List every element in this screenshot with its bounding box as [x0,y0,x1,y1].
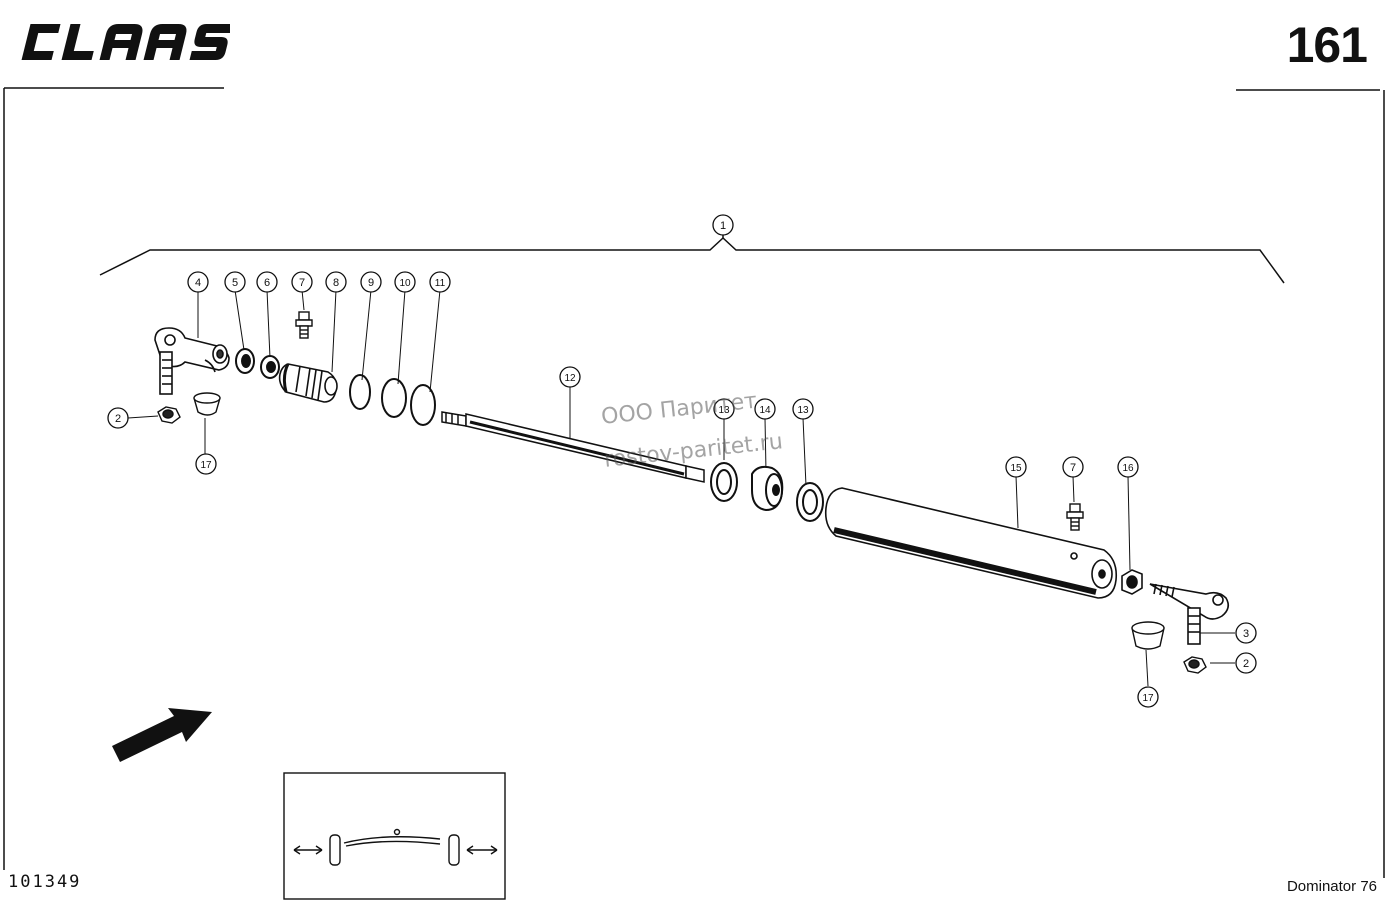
callout-7: 7 [291,271,313,293]
callout-11: 11 [429,271,451,293]
axle-locator-icon [293,828,498,866]
nut-right [1183,656,1207,674]
callout-7: 7 [1062,456,1084,478]
callout-5: 5 [224,271,246,293]
callout-4: 4 [187,271,209,293]
tie-rod-end-right [1149,583,1230,645]
callout-15: 15 [1005,456,1027,478]
callout-3: 3 [1235,622,1257,644]
callout-label: 17 [200,460,212,471]
callout-17: 17 [195,453,217,475]
callout-label: 2 [1243,658,1249,670]
callout-label: 16 [1122,463,1134,474]
o-rings [349,374,436,426]
boot-right [1131,621,1165,650]
lock-nut [1121,569,1143,595]
callout-6: 6 [256,271,278,293]
cylinder-gland [278,363,338,403]
drawing-number: 101349 [8,872,82,892]
callout-label: 7 [299,277,305,289]
callout-label: 14 [759,405,771,416]
callout-label: 2 [115,413,121,425]
callout-13: 13 [792,398,814,420]
axle-locator-inset [283,772,506,900]
callout-label: 13 [718,405,730,416]
page-number: 161 [1286,17,1368,73]
callout-label: 7 [1070,462,1076,474]
cylinder-barrel [824,487,1118,599]
tie-rod-end-left [154,327,230,395]
nut-left [157,406,181,424]
grease-nipple-right [1066,503,1084,531]
callout-label: 3 [1243,628,1249,640]
callout-1: 1 [712,214,734,236]
callout-label: 8 [333,277,339,289]
callout-9: 9 [360,271,382,293]
callout-label: 11 [435,278,446,289]
callout-label: 15 [1010,463,1022,474]
callout-2: 2 [1235,652,1257,674]
callout-label: 13 [797,405,809,416]
callout-17: 17 [1137,686,1159,708]
washers-5-6 [235,348,280,379]
callout-label: 9 [368,277,374,289]
callout-label: 10 [399,278,411,289]
model-name: Dominator 76 [1286,878,1377,895]
grease-nipple-left [295,311,313,339]
callout-label: 1 [720,220,726,232]
callout-12: 12 [559,366,581,388]
callout-10: 10 [394,271,416,293]
callout-16: 16 [1117,456,1139,478]
callout-label: 12 [564,373,576,384]
callout-label: 17 [1142,693,1154,704]
callout-label: 5 [232,277,238,289]
callout-8: 8 [325,271,347,293]
callout-2: 2 [107,407,129,429]
piston-seals [710,462,824,522]
piston-rod [441,411,705,483]
callout-label: 6 [264,277,270,289]
callout-label: 4 [195,277,201,289]
arrow-direction-icon [112,708,212,762]
boot-left [193,392,221,416]
assembly-brace [99,236,1285,284]
callout-13: 13 [713,398,735,420]
callout-14: 14 [754,398,776,420]
claas-logo [21,24,230,60]
